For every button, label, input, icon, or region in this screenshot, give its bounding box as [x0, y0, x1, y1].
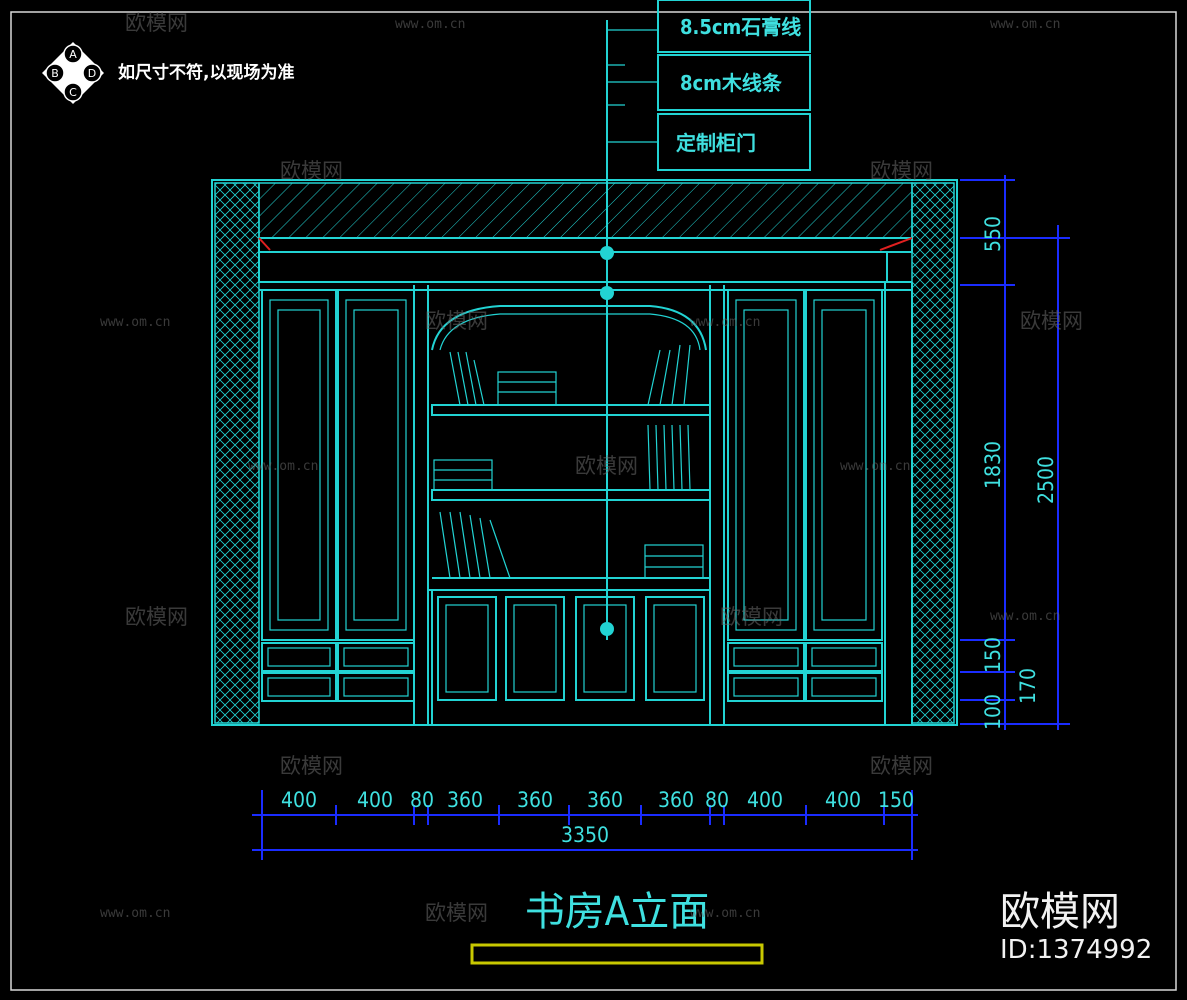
- callout-cabinet-door: 定制柜门: [676, 131, 756, 155]
- callout-leaders: [600, 0, 811, 640]
- dim-total-height: 2500: [1034, 456, 1058, 504]
- svg-text:www.om.cn: www.om.cn: [840, 459, 910, 474]
- svg-text:www.om.cn: www.om.cn: [690, 315, 760, 330]
- svg-text:www.om.cn: www.om.cn: [990, 609, 1060, 624]
- callout-plaster-line: 8.5cm石膏线: [680, 15, 801, 39]
- index-label-c: C: [69, 86, 77, 99]
- dim-total-width: 3350: [561, 823, 609, 847]
- horizontal-dimension-lines: [252, 790, 918, 860]
- horizontal-dimension-values: 400 400 80 360 360 360 360 80 400 400 15…: [281, 788, 914, 847]
- dim-v-1830: 1830: [981, 441, 1005, 489]
- cabinet-elevation: [211, 179, 958, 726]
- svg-text:www.om.cn: www.om.cn: [248, 459, 318, 474]
- svg-text:www.om.cn: www.om.cn: [990, 17, 1060, 32]
- vertical-dimension-values: 550 1830 150 170 100 2500: [981, 216, 1058, 730]
- callout-wood-line: 8cm木线条: [680, 71, 783, 95]
- svg-text:欧模网: 欧模网: [280, 159, 343, 183]
- dim-h-4: 360: [447, 788, 483, 812]
- svg-text:欧模网: 欧模网: [1020, 309, 1083, 333]
- dim-h-1: 400: [281, 788, 317, 812]
- svg-text:欧模网: 欧模网: [125, 605, 188, 629]
- svg-text:欧模网: 欧模网: [870, 754, 933, 778]
- watermark-brand-large: 欧模网: [1000, 889, 1120, 935]
- svg-text:www.om.cn: www.om.cn: [100, 315, 170, 330]
- svg-text:欧模网: 欧模网: [575, 454, 638, 478]
- index-label-b: B: [51, 67, 59, 80]
- svg-text:www.om.cn: www.om.cn: [690, 906, 760, 921]
- dim-h-3: 80: [410, 788, 434, 812]
- watermark: www.om.cn www.om.cn 欧模网 欧模网 欧模网 欧模网 欧模网 …: [100, 11, 1083, 925]
- svg-text:www.om.cn: www.om.cn: [395, 17, 465, 32]
- dim-h-6: 360: [587, 788, 623, 812]
- title-underline-bar: [470, 943, 764, 965]
- svg-text:欧模网: 欧模网: [720, 605, 783, 629]
- dim-h-5: 360: [517, 788, 553, 812]
- index-label-a: A: [69, 48, 77, 61]
- index-symbol: A B D C: [42, 42, 104, 104]
- dim-h-7: 360: [658, 788, 694, 812]
- svg-text:欧模网: 欧模网: [870, 159, 933, 183]
- svg-text:欧模网: 欧模网: [125, 11, 188, 35]
- dim-h-11: 150: [878, 788, 914, 812]
- vertical-dimension-lines: [960, 175, 1070, 730]
- dim-v-150: 150: [981, 637, 1005, 673]
- drawing-frame: [10, 11, 1177, 991]
- watermark-id: ID:1374992: [1000, 935, 1152, 965]
- svg-text:欧模网: 欧模网: [280, 754, 343, 778]
- dim-h-8: 80: [705, 788, 729, 812]
- dim-v-550: 550: [981, 216, 1005, 252]
- dim-v-170: 170: [1016, 668, 1040, 704]
- dim-h-9: 400: [747, 788, 783, 812]
- dim-h-2: 400: [357, 788, 393, 812]
- dim-h-10: 400: [825, 788, 861, 812]
- index-label-d: D: [88, 67, 96, 80]
- svg-text:欧模网: 欧模网: [425, 309, 488, 333]
- site-note: 如尺寸不符,以现场为准: [118, 62, 294, 83]
- drawing-title: 书房A立面: [525, 889, 710, 935]
- dim-v-100: 100: [981, 694, 1005, 730]
- svg-text:欧模网: 欧模网: [425, 901, 488, 925]
- svg-text:www.om.cn: www.om.cn: [100, 906, 170, 921]
